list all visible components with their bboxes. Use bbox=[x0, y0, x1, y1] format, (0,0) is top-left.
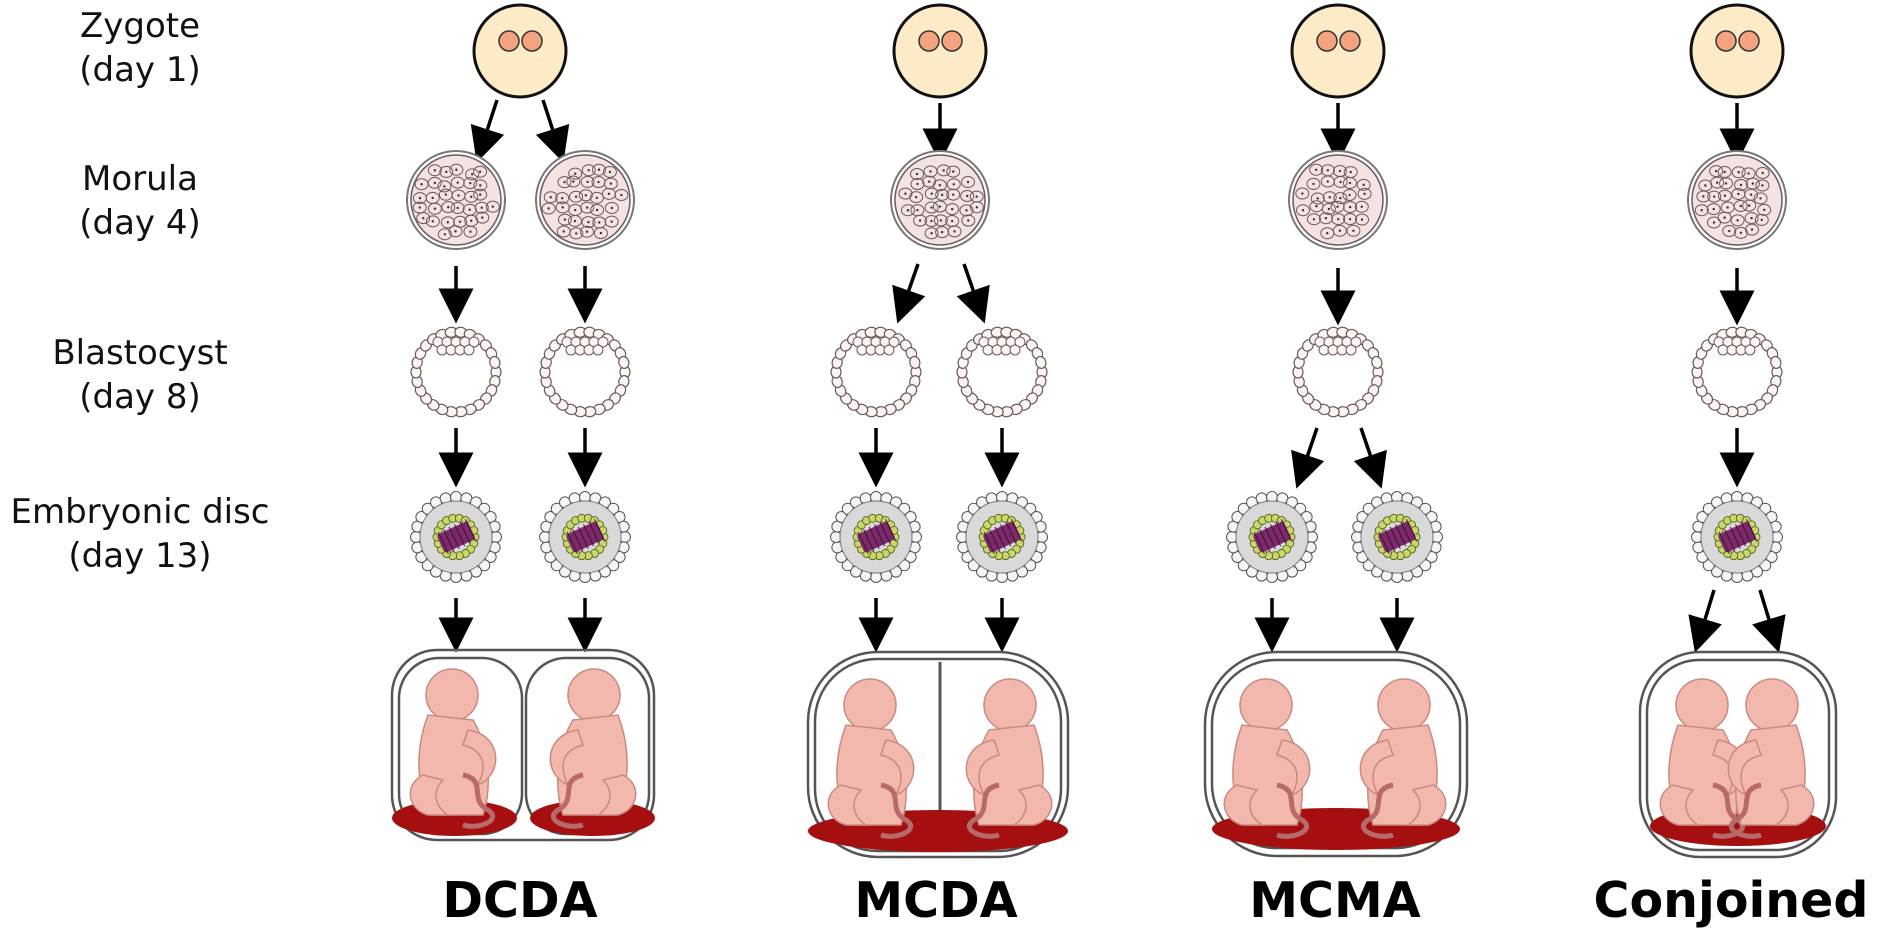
fetus-icon bbox=[965, 678, 1053, 839]
blastocyst-icon bbox=[830, 326, 922, 418]
stage-name: Zygote bbox=[79, 6, 201, 46]
embryonic-disc-icon bbox=[1351, 491, 1443, 583]
stage-name: Blastocyst bbox=[52, 333, 228, 373]
arrow-icon bbox=[470, 99, 505, 163]
embryonic-disc-icon bbox=[1226, 491, 1318, 583]
amniotic-sac bbox=[1203, 650, 1469, 858]
arrow-icon bbox=[892, 263, 926, 324]
stage-day: (day 1) bbox=[79, 50, 201, 90]
morula-icon bbox=[890, 150, 990, 250]
amniotic-sac bbox=[390, 648, 656, 842]
column-label-conjoined: Conjoined bbox=[1593, 872, 1869, 929]
morula-icon bbox=[1288, 150, 1388, 250]
morula-icon bbox=[535, 150, 635, 250]
column-label-dcda: DCDA bbox=[442, 872, 598, 929]
stage-label-embryonic-disc: Embryonic disc (day 13) bbox=[0, 490, 290, 578]
arrow-icon bbox=[956, 263, 990, 324]
arrow-icon bbox=[535, 99, 570, 163]
stage-day: (day 8) bbox=[79, 377, 201, 417]
embryonic-disc-icon bbox=[956, 491, 1048, 583]
fetus-icon bbox=[549, 668, 637, 829]
blastocyst-icon bbox=[410, 326, 502, 418]
blastocyst-icon bbox=[1691, 326, 1783, 418]
fetus-icon bbox=[1359, 678, 1447, 839]
embryonic-disc-icon bbox=[830, 491, 922, 583]
arrow-icon bbox=[1752, 589, 1786, 653]
column-label-mcma: MCMA bbox=[1249, 872, 1421, 929]
morula-icon bbox=[406, 150, 506, 250]
zygote-icon bbox=[1290, 3, 1386, 99]
stage-label-morula: Morula (day 4) bbox=[0, 157, 290, 245]
amniotic-sac bbox=[1638, 650, 1838, 859]
blastocyst-icon bbox=[1292, 326, 1384, 418]
column-label-mcda: MCDA bbox=[854, 872, 1018, 929]
embryonic-disc-icon bbox=[539, 491, 631, 583]
stage-label-zygote: Zygote (day 1) bbox=[0, 4, 290, 92]
fetus-icon bbox=[827, 678, 915, 839]
stage-day: (day 4) bbox=[79, 203, 201, 243]
arrow-icon bbox=[1353, 427, 1387, 489]
stage-day: (day 13) bbox=[68, 536, 212, 576]
blastocyst-icon bbox=[956, 326, 1048, 418]
embryonic-disc-icon bbox=[1691, 491, 1783, 583]
morula-icon bbox=[1687, 150, 1787, 250]
blastocyst-icon bbox=[539, 326, 631, 418]
amniotic-sac bbox=[1645, 658, 1831, 852]
zygote-icon bbox=[892, 3, 988, 99]
arrow-icon bbox=[1291, 427, 1325, 489]
zygote-icon bbox=[1689, 3, 1785, 99]
embryonic-disc-icon bbox=[410, 491, 502, 583]
arrow-icon bbox=[1688, 589, 1722, 653]
stage-name: Embryonic disc bbox=[10, 492, 270, 532]
fetus-icon bbox=[1223, 678, 1311, 839]
fetus-icon bbox=[409, 668, 497, 829]
stage-name: Morula bbox=[82, 159, 198, 199]
zygote-icon bbox=[472, 3, 568, 99]
stage-label-blastocyst: Blastocyst (day 8) bbox=[0, 331, 290, 419]
fetus-icon bbox=[1727, 678, 1815, 839]
amniotic-sac bbox=[806, 650, 1070, 859]
